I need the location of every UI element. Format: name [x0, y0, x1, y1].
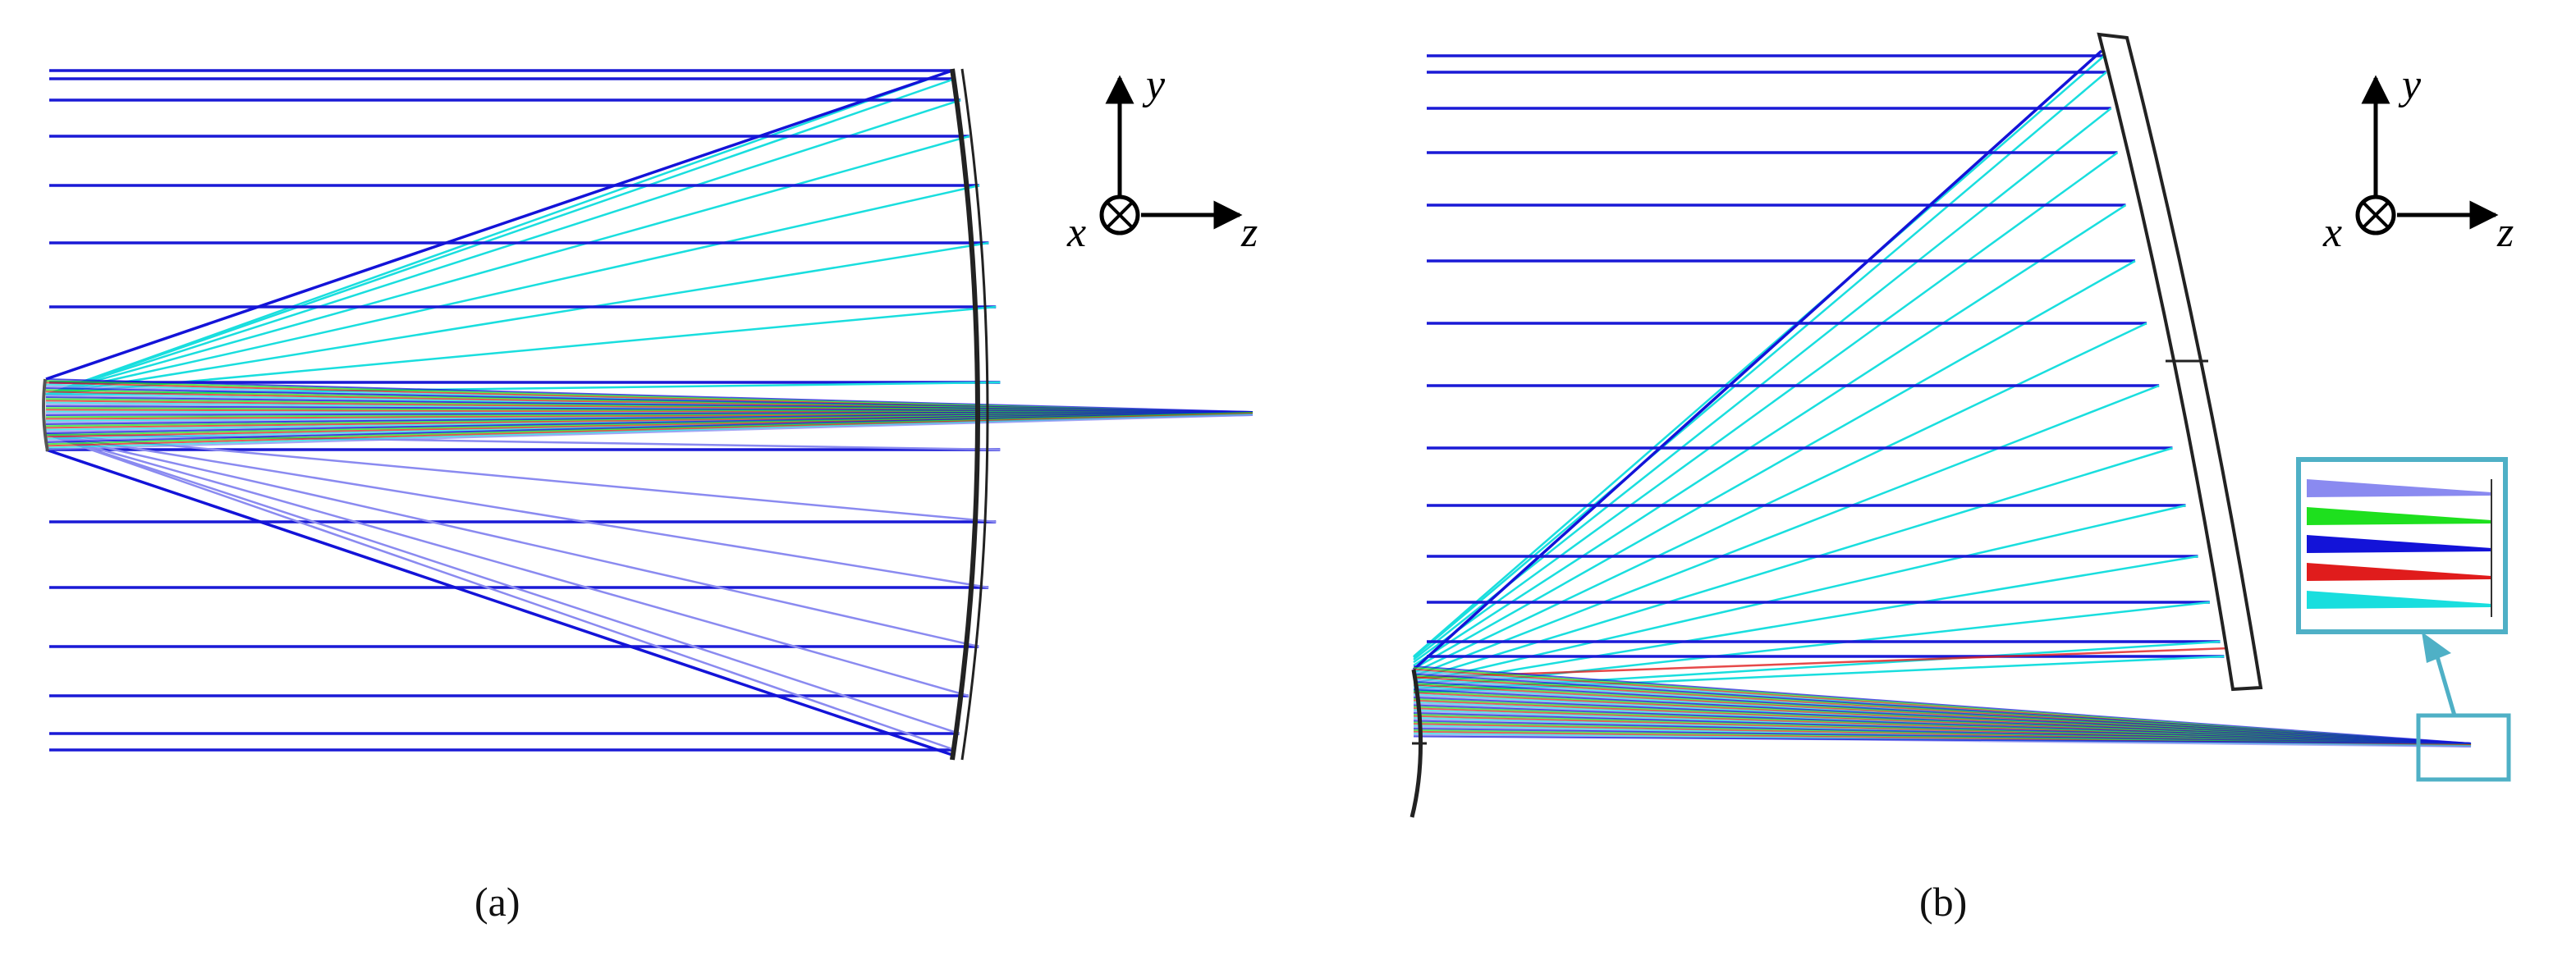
panel-a-near-axis-ray: [45, 387, 1254, 413]
panel-b-y-axis-label: y: [2398, 62, 2422, 108]
panel-b-focusing-ray: [1413, 673, 2472, 744]
panel-a-ray-bundle: [45, 69, 1254, 757]
panel-a-primary-mirror-back: [960, 68, 989, 761]
panel-b-secondary-surface: [1409, 669, 1423, 818]
panel-a-reflected-ray: [45, 135, 970, 396]
panel-b-reflected-ray: [1413, 259, 2136, 670]
panel-a-near-axis-ray: [45, 411, 1254, 434]
panel-b-reflected-ray: [1413, 504, 2186, 685]
panel-b-inset-field-band: [2307, 479, 2491, 497]
panel-a-near-axis-ray: [45, 411, 1254, 416]
panel-b-reflected-ray: [1413, 601, 2210, 691]
panel-b-inset-field-band: [2307, 507, 2491, 525]
panel-b-focusing-ray: [1413, 688, 2472, 744]
panel-b-inset-pointer-head: [2422, 632, 2451, 663]
panel-a-reflected-ray: [45, 241, 989, 396]
panel-b-reflected-ray: [1413, 322, 2147, 674]
panel-a-near-axis-ray: [45, 405, 1254, 413]
panel-a-marginal-ray: [45, 69, 953, 381]
panel-a-reflected-ray: [45, 432, 960, 735]
panel-b-x-axis-label: x: [2322, 209, 2342, 256]
panel-b-focusing-ray: [1413, 735, 2472, 744]
panel-b-inset-field-band: [2307, 563, 2491, 581]
panel-b-focusing-ray: [1413, 720, 2472, 744]
panel-a-near-axis-ray: [45, 411, 1254, 443]
panel-a-x-axis-label: x: [1066, 209, 1086, 256]
panel-a-near-axis-ray: [45, 378, 1254, 413]
panel-b-ray-diagram: [1409, 32, 2511, 818]
panel-a-reflected-ray: [45, 69, 953, 396]
panel-a-reflected-ray: [45, 432, 956, 752]
panel-b-focusing-ray: [1413, 712, 2472, 744]
panel-a-marginal-ray: [45, 448, 953, 757]
panel-a-z-axis-label: z: [1240, 209, 1258, 256]
panel-a-reflected-ray: [45, 432, 969, 697]
panel-a-ray-diagram: [42, 68, 1254, 761]
panel-a-near-axis-ray: [45, 411, 1254, 425]
panel-b-focusing-ray: [1413, 704, 2472, 744]
panel-b-marginal-ray: [1412, 49, 2103, 671]
panel-a-reflected-ray: [45, 98, 961, 396]
panel-b-x-axis-cross: [2362, 201, 2390, 229]
panel-b-focusing-ray: [1413, 665, 2472, 744]
panel-b-reflected-ray: [1413, 107, 2112, 661]
panel-b-marginal-ray: [1413, 647, 2230, 679]
panel-b-focusing-ray: [1413, 697, 2472, 744]
panel-b-ray-bundle: [1412, 49, 2472, 747]
panel-a-x-axis-cross: [1106, 201, 1134, 229]
panel-a-y-axis-label: y: [1142, 62, 1166, 108]
panel-a-near-axis-ray: [45, 412, 1254, 446]
panel-b-inset-pointer: [2432, 647, 2457, 716]
panel-a-coordinate-axes: y z x: [1066, 62, 1258, 256]
panel-a-reflected-ray: [45, 432, 997, 523]
panel-a-near-axis-ray: [45, 414, 1254, 450]
panel-b-reflected-ray: [1413, 446, 2173, 681]
panel-b-reflected-ray: [1413, 203, 2127, 667]
panel-a-near-axis-ray: [45, 396, 1254, 413]
panel-a-near-axis-ray: [45, 413, 1254, 447]
panel-b-reflected-ray: [1413, 151, 2119, 664]
panel-a-reflected-ray: [45, 184, 980, 396]
panel-b-focusing-ray: [1413, 681, 2472, 744]
panel-a-reflected-ray: [45, 432, 989, 589]
panel-b-coordinate-axes: y z x: [2322, 62, 2514, 256]
panel-b-focusing-ray: [1413, 728, 2472, 744]
panel-b-focus-highlight-box: [2416, 713, 2511, 782]
panel-b-reflected-ray: [1413, 71, 2107, 659]
panel-a-reflected-ray: [45, 432, 979, 648]
panel-b-reflected-ray: [1413, 384, 2160, 678]
panel-b-inset-field-band: [2307, 535, 2491, 553]
panel-b-reflected-ray: [1413, 55, 2106, 658]
panel-b-reflected-ray: [1413, 555, 2198, 688]
panel-b-inset-field-band: [2307, 591, 2491, 609]
panel-a-caption: (a): [474, 879, 520, 925]
panel-a-reflected-ray: [45, 77, 956, 396]
panel-a-detector-surface: [42, 378, 49, 452]
panel-b-z-axis-label: z: [2496, 209, 2514, 256]
panel-a-reflected-ray: [45, 305, 997, 396]
panel-b-caption: (b): [1919, 879, 1968, 925]
panel-b-inset-focus-bands: [2307, 479, 2491, 609]
panel-a-near-axis-ray: [45, 414, 1254, 449]
panel-a-primary-mirror: [950, 68, 980, 761]
